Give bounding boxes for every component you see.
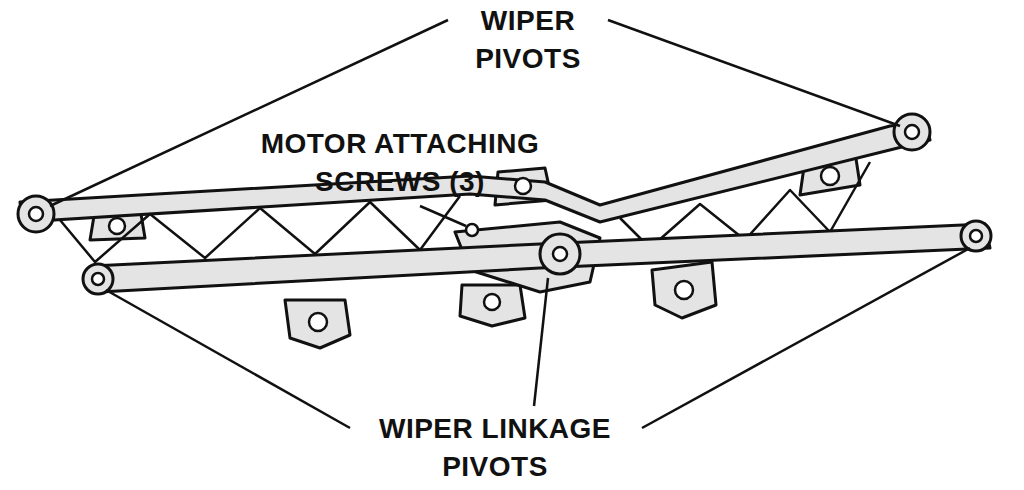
frame-rail bbox=[20, 122, 930, 222]
wiper-pivot bbox=[18, 196, 54, 232]
pivot-hole bbox=[970, 230, 982, 242]
mounting-hole bbox=[821, 167, 839, 185]
linkage-pivot bbox=[961, 221, 991, 251]
mounting-hole bbox=[309, 313, 327, 331]
mounting-tab bbox=[285, 300, 350, 348]
leader-line bbox=[642, 248, 970, 428]
pivot-hole bbox=[553, 247, 567, 261]
mounting-tab bbox=[460, 285, 525, 326]
motor-screw bbox=[466, 224, 478, 236]
pivot-hole bbox=[905, 125, 919, 139]
part-label: MOTOR ATTACHING SCREWS (3) bbox=[240, 125, 560, 201]
pivot-hole bbox=[92, 273, 104, 285]
mounting-hole bbox=[515, 178, 531, 194]
pivot-hole bbox=[29, 207, 43, 221]
part-label: WIPER PIVOTS bbox=[453, 2, 603, 78]
leader-line bbox=[534, 278, 548, 406]
leader-line bbox=[608, 20, 900, 126]
linkage-rod bbox=[92, 224, 990, 292]
mounting-tab bbox=[652, 262, 716, 318]
mounting-hole bbox=[484, 294, 500, 310]
wiper-pivot bbox=[894, 114, 930, 150]
leader-line bbox=[420, 206, 466, 226]
mounting-hole bbox=[109, 218, 125, 234]
linkage-pivot bbox=[83, 264, 113, 294]
part-label: WIPER LINKAGE PIVOTS bbox=[355, 410, 635, 486]
leader-lines bbox=[50, 20, 970, 428]
crank-pivot bbox=[540, 234, 580, 274]
mounting-hole bbox=[675, 281, 693, 299]
leader-line bbox=[106, 290, 350, 428]
